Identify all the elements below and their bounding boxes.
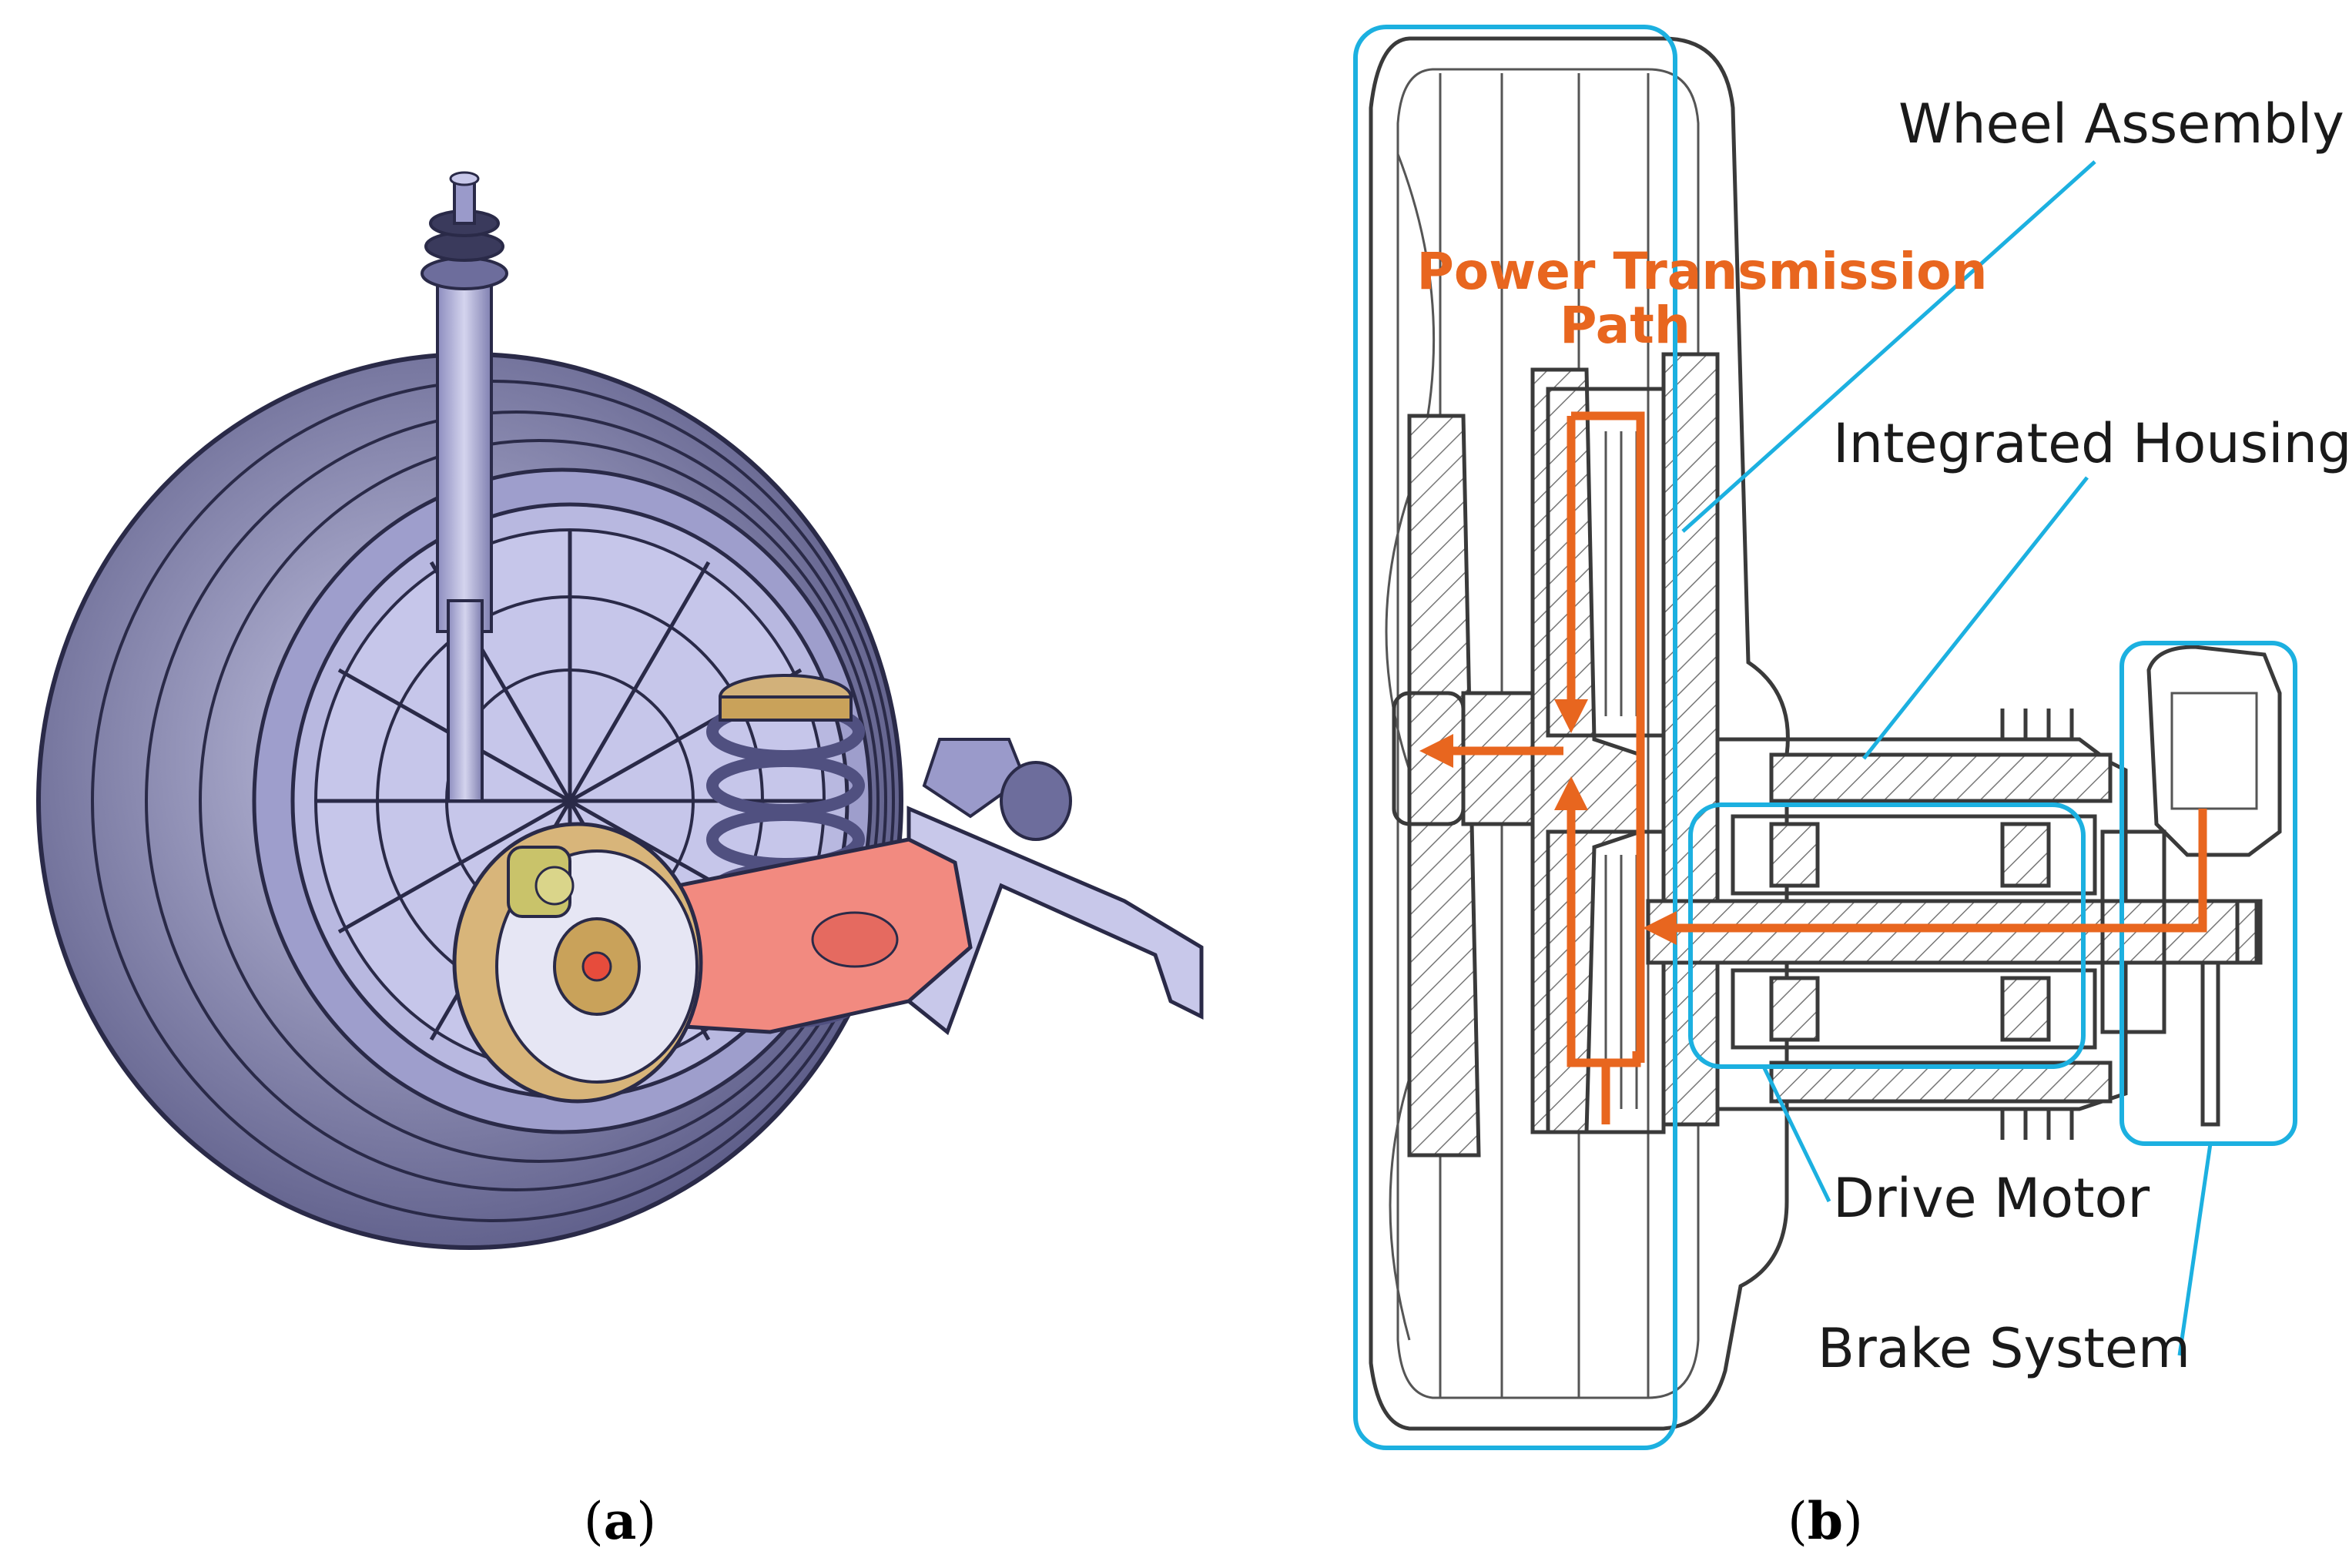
panel-b-label: (b) xyxy=(1788,1491,1863,1551)
brake-system-leader xyxy=(2177,1143,2213,1356)
brake-disc xyxy=(452,822,703,1104)
wheel-assembly-box xyxy=(1353,25,1677,1450)
wheel-assembly-leader xyxy=(1681,160,2096,533)
power-path-label-line1: Power Transmission xyxy=(1416,242,1987,301)
strut-shock-absorber xyxy=(421,171,508,802)
power-path-label-line2: Path xyxy=(1560,296,1691,355)
integrated-housing-section xyxy=(1715,709,2128,1140)
wheel-assembly-label: Wheel Assembly xyxy=(1898,92,2344,156)
brake-system-label: Brake System xyxy=(1818,1317,2190,1380)
drive-motor-label: Drive Motor xyxy=(1833,1167,2150,1230)
subframe-rail xyxy=(906,738,1204,1036)
control-arm xyxy=(629,837,973,1034)
brake-caliper xyxy=(507,846,575,918)
brake-system-box xyxy=(2119,641,2297,1146)
power-transmission-arrows xyxy=(1419,411,2207,1124)
spring-seat xyxy=(719,674,853,722)
panel-a-3d-model: (a) xyxy=(36,171,1204,1551)
integrated-housing-label: Integrated Housing xyxy=(1833,412,2349,475)
panel-b-cross-section: Wheel Assembly Integrated Housing Drive … xyxy=(1353,25,2349,1551)
integrated-housing-leader xyxy=(1862,476,2089,760)
brake-system-section xyxy=(2100,645,2282,1127)
drive-motor-leader xyxy=(1761,1065,1831,1203)
drive-motor-box xyxy=(1688,802,2086,1069)
panel-a-label: (a) xyxy=(584,1491,656,1551)
